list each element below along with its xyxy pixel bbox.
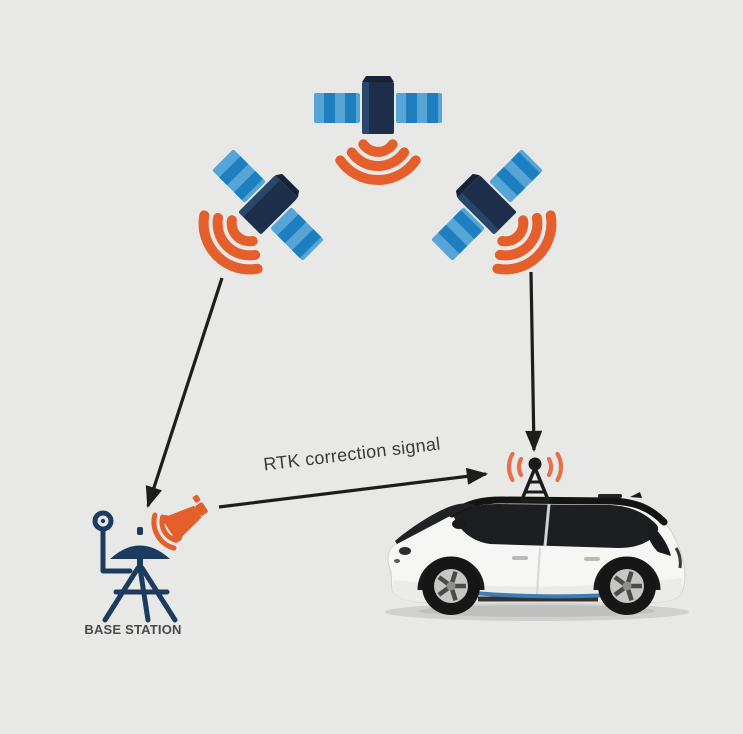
- arrow-satellite-to-car: [525, 271, 543, 453]
- satellite-right-icon: [431, 149, 557, 275]
- signal-waves-icon: [335, 139, 421, 186]
- broadcast-waves-icon: [151, 512, 181, 551]
- antenna-waves-icon: [506, 451, 564, 483]
- rover-car-image: [385, 492, 689, 621]
- front-wheel: [422, 557, 480, 615]
- signal-waves-icon: [492, 210, 557, 275]
- base-station-label: BASE STATION: [84, 622, 182, 637]
- arrow-rtk-correction: [218, 467, 489, 509]
- rear-wheel: [598, 557, 656, 615]
- satellite-top-icon: [314, 76, 442, 186]
- arrow-satellite-to-base-station: [145, 277, 224, 509]
- signal-waves-icon: [198, 210, 263, 275]
- base-station-icon: [92, 510, 178, 623]
- satellite-left-icon: [198, 149, 324, 275]
- car-antenna-icon: [506, 451, 564, 503]
